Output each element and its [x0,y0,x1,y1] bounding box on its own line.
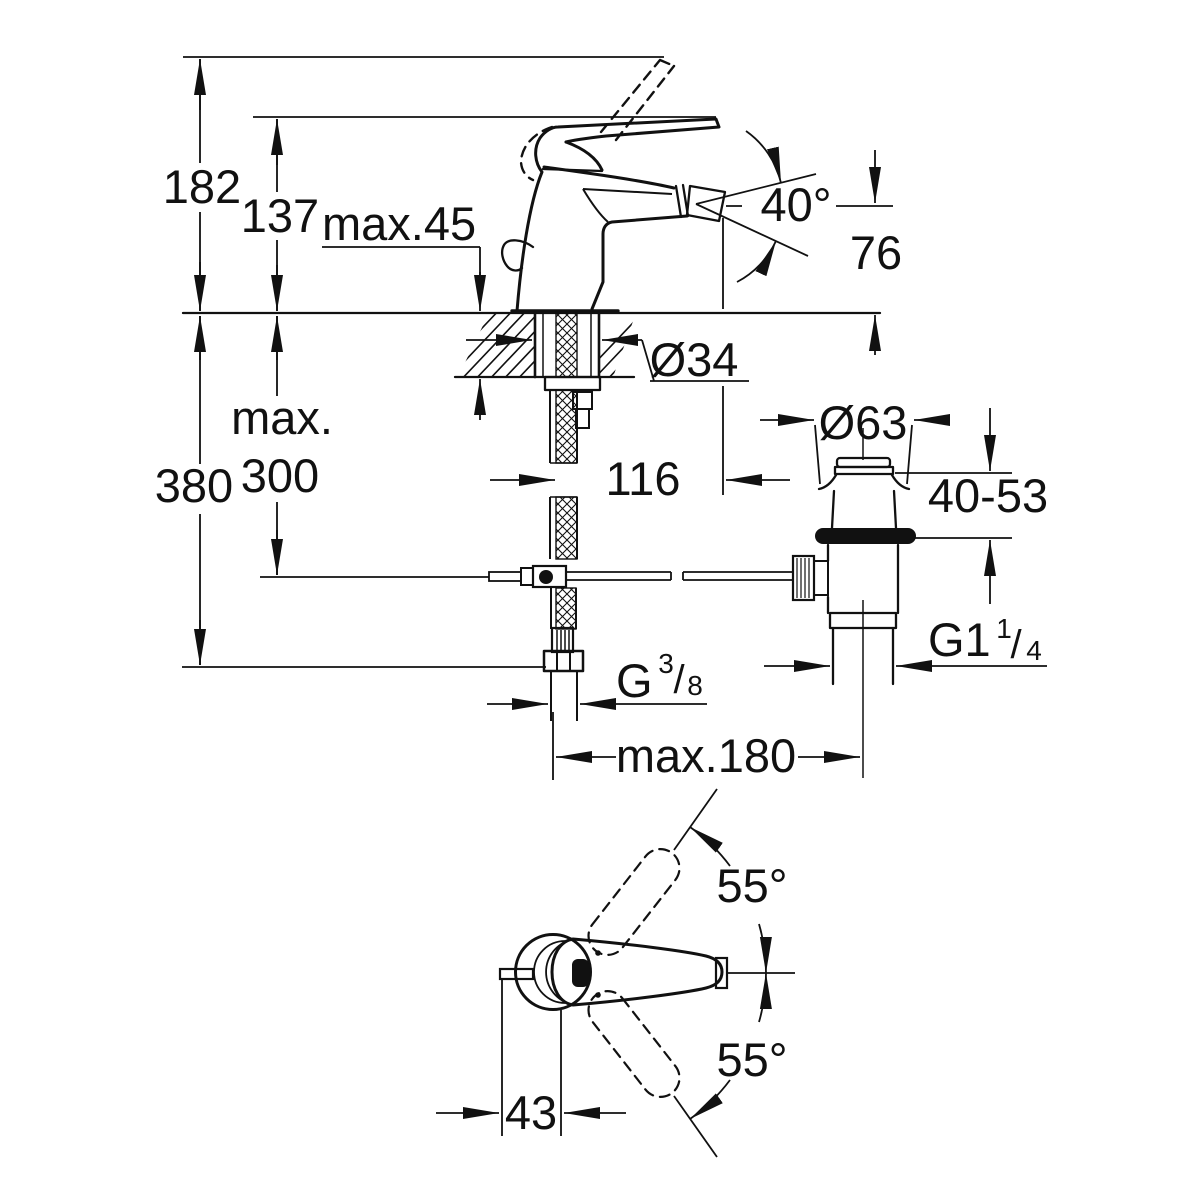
dim-label-aerator-angle: 40° [760,178,831,231]
hose-compression-fitting [550,626,575,654]
dim-label-waste-thread-num: 1 [996,613,1012,644]
dim-label-waste-thread-slash: / [1010,623,1022,667]
pop-up-drain-valve [791,428,916,778]
dim-label-deck-thickness: max.45 [322,197,476,250]
valve-flange [815,528,916,544]
dim-label-swivel-lower: 55° [716,1033,787,1086]
supply-hoses-and-shank [542,312,602,721]
dim-label-rod-depth-prefix: max. [231,391,333,444]
dim-label-handle-offset: 43 [505,1086,557,1139]
dim-label-outlet-reach: 116 [606,452,681,505]
dim-label-supply-thread-den: 8 [687,670,703,701]
rod-clamp-knurl [791,554,816,602]
dimension-labels: 182 137 max.45 40° 76 Ø34 116 max. 300 3… [155,160,1048,1139]
dim-label-supply-thread-num: 3 [658,648,674,679]
aerator [685,184,727,223]
dim-label-swivel-upper: 55° [716,859,787,912]
handle-swiveled-down-dashed [587,990,681,1098]
dim-label-rod-depth-value: 300 [241,449,319,502]
handle-swiveled-up-dashed [587,848,681,956]
dim-label-outlet-height: 76 [850,226,902,279]
hose-nut [542,649,585,673]
pop-up-rod [488,564,794,589]
dim-label-supply-thread-base: G [616,654,653,707]
dim-label-hose-spacing: max.180 [616,729,796,782]
dim-label-flange-diameter: Ø63 [819,396,908,449]
dim-label-waste-thread-base: G1 [928,613,991,666]
rod-pin [498,967,535,981]
dim-label-waste-thread-den: 4 [1026,635,1042,666]
dim-label-overall-height: 182 [163,160,241,213]
top-view-handle [498,848,729,1098]
raised-lever-dashed [519,58,676,182]
dim-label-deck-range: 40-53 [928,469,1048,522]
dim-label-lever-height: 137 [241,189,319,242]
cartridge-slot [572,959,589,987]
deck-section [181,311,882,379]
lift-rod-hook [500,239,535,272]
dim-label-hole-diameter: Ø34 [650,333,739,386]
front-view-faucet-body [500,58,727,313]
dim-label-hose-length: 380 [155,459,233,512]
dim-label-supply-thread-slash: / [673,658,685,702]
dimension-lines [182,56,1047,1158]
